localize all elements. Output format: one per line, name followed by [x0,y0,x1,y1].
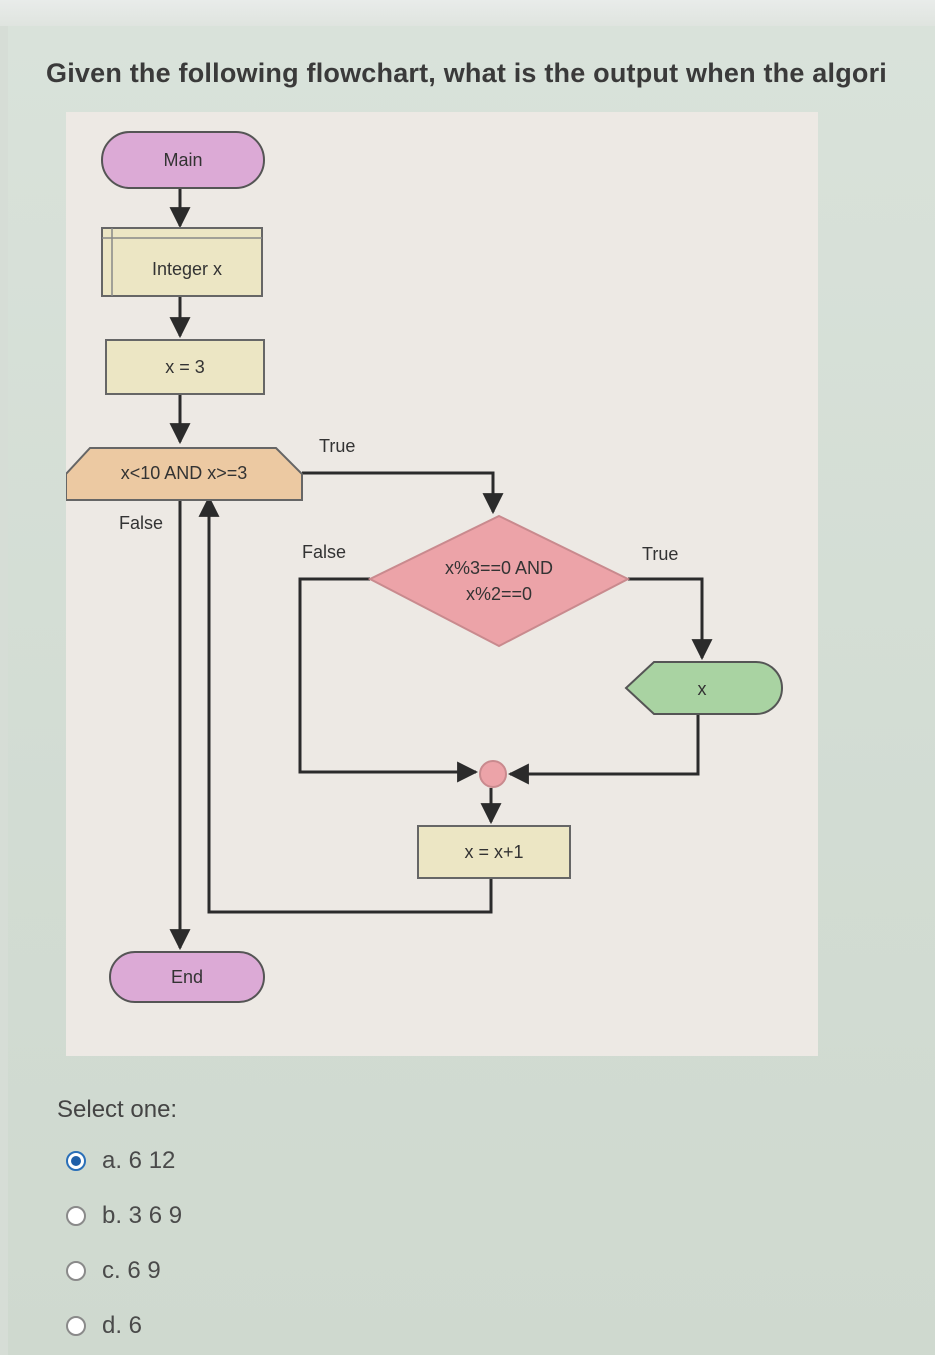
inner-condition-line1: x%3==0 AND [445,558,553,578]
declare-label: Integer x [152,259,222,279]
option-a-label: a. 6 12 [102,1147,176,1174]
increment-label: x = x+1 [464,842,523,862]
end-label: End [171,967,203,987]
inner-condition-line2: x%2==0 [466,584,532,604]
option-c[interactable]: c. 6 9 [66,1254,161,1288]
option-d-label: d. 6 [102,1312,143,1339]
assign-box [105,339,265,395]
merge-connector [479,760,507,788]
loop-true-label: True [319,436,355,456]
loop-condition-shape [66,447,303,501]
option-b-label: b. 3 6 9 [102,1202,183,1229]
radio-d[interactable] [66,1316,86,1336]
inner-true-label: True [642,544,678,564]
output-label: x [698,679,707,699]
inner-false-label: False [302,542,346,562]
top-strip [0,0,935,26]
start-terminal [101,131,265,189]
radio-c[interactable] [66,1261,86,1281]
declare-box [101,227,263,297]
select-one-label: Select one: [57,1096,178,1123]
arrow-loop-back [198,495,493,914]
start-label: Main [163,150,202,170]
option-d[interactable]: d. 6 [66,1309,142,1343]
arrow-loop-true [302,471,504,515]
option-b[interactable]: b. 3 6 9 [66,1199,182,1233]
flowchart-diagram: Main Integer x x = 3 x<10 AND x>=3 True … [66,131,783,1003]
option-a[interactable]: a. 6 12 [66,1144,175,1178]
assign-label: x = 3 [165,357,205,377]
arrow-inner-true [628,577,713,661]
inner-decision-diamond [367,514,631,648]
arrow-output-to-merge [507,714,700,785]
loop-condition-label: x<10 AND x>=3 [121,463,248,483]
flowchart-image: Main Integer x x = 3 x<10 AND x>=3 True … [66,112,818,1056]
arrow-inner-false [298,577,479,783]
option-c-label: c. 6 9 [102,1257,161,1284]
question-text: Given the following flowchart, what is t… [46,58,888,88]
radio-b[interactable] [66,1206,86,1226]
radio-a[interactable] [66,1151,86,1171]
increment-box [417,825,571,879]
loop-false-label: False [119,513,163,533]
output-shape [624,661,783,715]
end-terminal [109,951,265,1003]
